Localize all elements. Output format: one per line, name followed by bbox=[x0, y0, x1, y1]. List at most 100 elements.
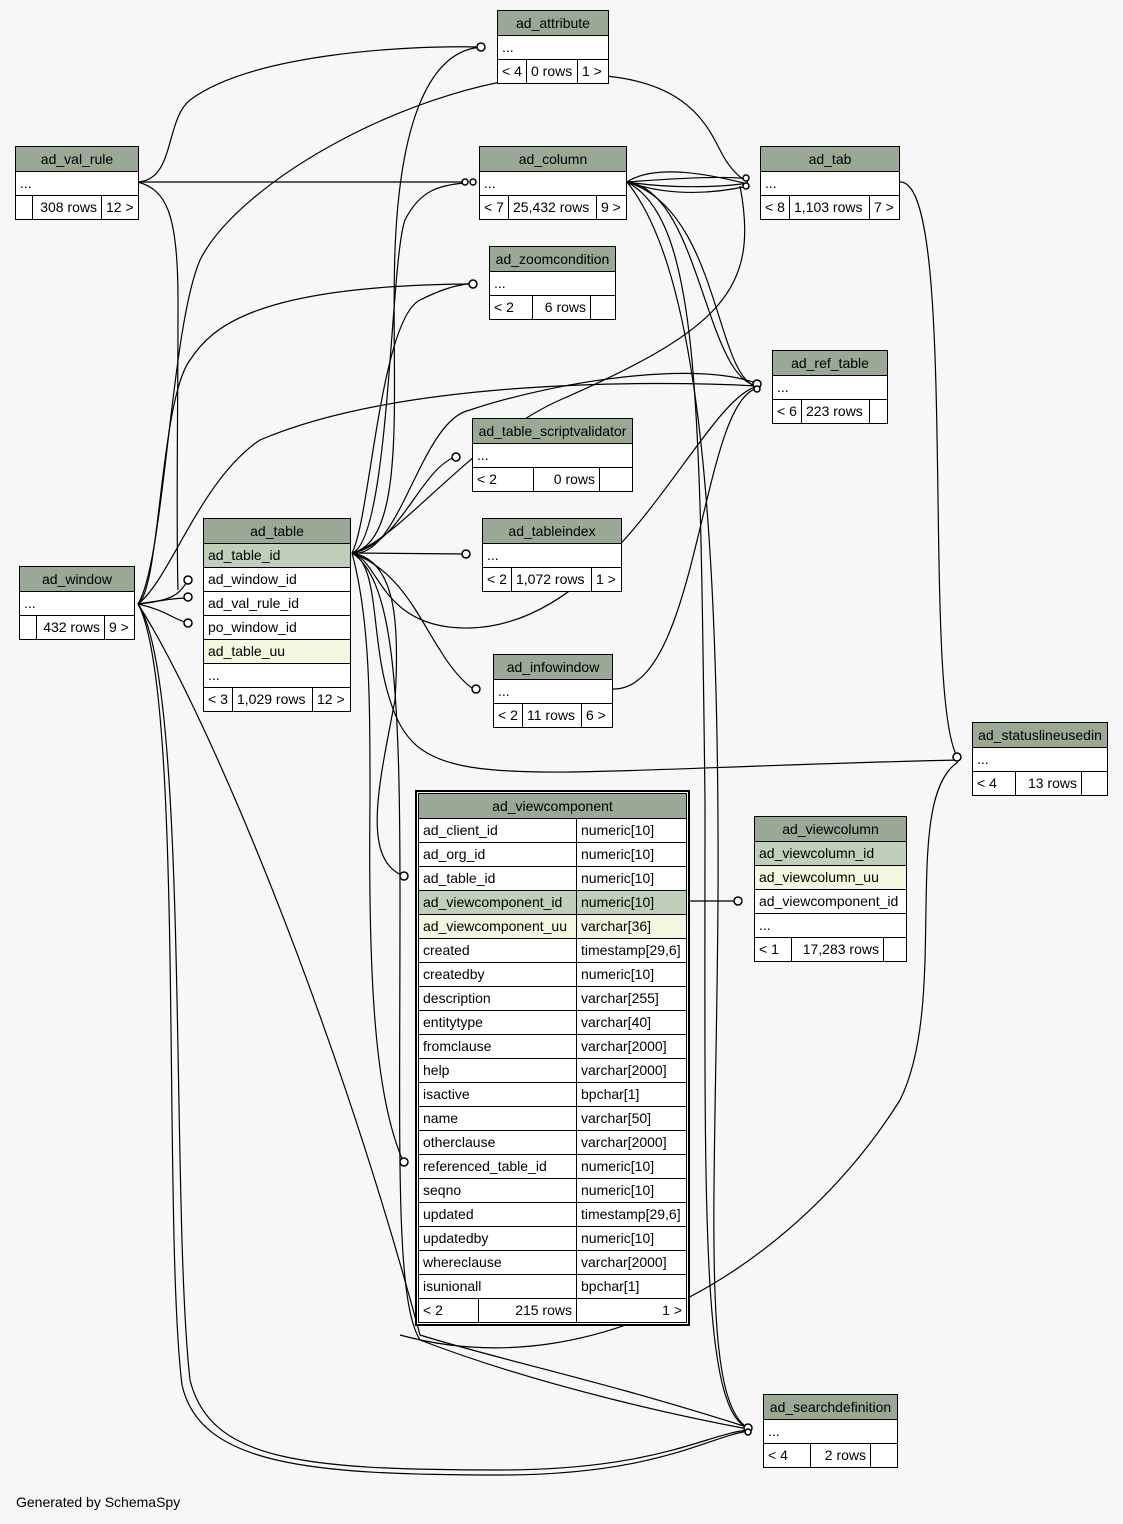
column-type: numeric[10] bbox=[581, 846, 655, 862]
row-count: 0 rows bbox=[534, 468, 600, 491]
children-count[interactable] bbox=[600, 468, 632, 491]
table-ad_val_rule[interactable]: ad_val_rule ... 308 rows 12 > bbox=[15, 146, 139, 220]
table-ad_column[interactable]: ad_column ... < 7 25,432 rows 9 > bbox=[479, 146, 627, 220]
parents-count[interactable]: < 2 bbox=[473, 468, 534, 491]
children-count[interactable] bbox=[884, 938, 906, 961]
column-type: numeric[10] bbox=[581, 822, 655, 838]
children-count[interactable]: 1 > bbox=[596, 571, 616, 587]
children-count[interactable]: 6 > bbox=[586, 707, 606, 723]
table-footer: < 4 13 rows bbox=[973, 772, 1107, 795]
parents-count[interactable]: < 8 bbox=[761, 196, 790, 219]
children-count[interactable] bbox=[870, 400, 887, 423]
primary-key-column: ad_viewcolumn_id bbox=[755, 842, 906, 866]
table-ad_ref_table[interactable]: ad_ref_table ... < 6 223 rows bbox=[772, 350, 888, 424]
table-ad_table_scriptvalidator[interactable]: ad_table_scriptvalidator ... < 2 0 rows bbox=[472, 418, 633, 492]
table-footer: < 2 0 rows bbox=[473, 468, 632, 491]
parents-count[interactable]: < 2 bbox=[483, 568, 512, 591]
table-row: ... bbox=[973, 748, 1107, 772]
children-count[interactable]: 12 > bbox=[106, 199, 134, 215]
column-type: varchar[2000] bbox=[581, 1062, 667, 1078]
foreign-key-column: po_window_id bbox=[204, 616, 350, 640]
children-count[interactable]: 9 > bbox=[109, 619, 129, 635]
children-count[interactable]: 12 > bbox=[317, 691, 345, 707]
children-count[interactable] bbox=[871, 1444, 897, 1467]
table-ad_window[interactable]: ad_window ... 432 rows 9 > bbox=[19, 566, 135, 640]
table-row: ... bbox=[204, 664, 350, 688]
table-header: ad_attribute bbox=[498, 11, 608, 36]
parents-count[interactable]: < 2 bbox=[490, 296, 533, 319]
edge-ends bbox=[183, 42, 962, 1436]
column-type: varchar[255] bbox=[581, 990, 659, 1006]
parents-count[interactable]: < 7 bbox=[480, 196, 509, 219]
table-ad_attribute[interactable]: ad_attribute ... < 4 0 rows 1 > bbox=[497, 10, 609, 84]
table-ad_table[interactable]: ad_table ad_table_id ad_window_id ad_val… bbox=[203, 518, 351, 712]
children-count[interactable]: 9 > bbox=[601, 199, 621, 215]
table-ad_tab[interactable]: ad_tab ... < 8 1,103 rows 7 > bbox=[760, 146, 900, 220]
edge-paths bbox=[137, 46, 961, 1476]
table-ad_searchdefinition[interactable]: ad_searchdefinition ... < 4 2 rows bbox=[763, 1394, 898, 1468]
table-header: ad_viewcomponent bbox=[419, 794, 686, 819]
table-footer: < 3 1,029 rows 12 > bbox=[204, 688, 350, 711]
table-ad_tableindex[interactable]: ad_tableindex ... < 2 1,072 rows 1 > bbox=[482, 518, 622, 592]
table-footer: 308 rows 12 > bbox=[16, 196, 138, 219]
column-type: bpchar[1] bbox=[581, 1278, 640, 1294]
column-name: isunionall bbox=[419, 1275, 577, 1298]
column-type: numeric[10] bbox=[581, 1230, 655, 1246]
table-header: ad_ref_table bbox=[773, 351, 887, 376]
table-footer: 432 rows 9 > bbox=[20, 616, 134, 639]
column-name: created bbox=[419, 939, 577, 962]
parents-count[interactable]: < 6 bbox=[773, 400, 802, 423]
table-row: ... bbox=[20, 592, 134, 616]
parents-count[interactable]: < 3 bbox=[204, 688, 233, 711]
table-footer: < 4 2 rows bbox=[764, 1444, 897, 1467]
foreign-key-column: ad_window_id bbox=[204, 568, 350, 592]
column-type: varchar[40] bbox=[581, 1014, 652, 1030]
table-header: ad_val_rule bbox=[16, 147, 138, 172]
table-ad_statuslineusedin[interactable]: ad_statuslineusedin ... < 4 13 rows bbox=[972, 722, 1108, 796]
foreign-key-column: ad_val_rule_id bbox=[204, 592, 350, 616]
table-row: ... bbox=[498, 36, 608, 60]
parents-count[interactable]: < 4 bbox=[973, 772, 1016, 795]
unique-key-column: ad_viewcolumn_uu bbox=[755, 866, 906, 890]
table-ad_viewcolumn[interactable]: ad_viewcolumn ad_viewcolumn_id ad_viewco… bbox=[754, 816, 907, 962]
parents-count[interactable]: < 2 bbox=[419, 1299, 479, 1322]
column-type: numeric[10] bbox=[581, 1158, 655, 1174]
column-type: timestamp[29,6] bbox=[581, 1206, 681, 1222]
table-row: ... bbox=[473, 444, 632, 468]
children-count[interactable] bbox=[1082, 772, 1107, 795]
column-name: createdby bbox=[419, 963, 577, 986]
column-name: seqno bbox=[419, 1179, 577, 1202]
table-footer: < 6 223 rows bbox=[773, 400, 887, 423]
table-header: ad_column bbox=[480, 147, 626, 172]
children-count[interactable] bbox=[591, 296, 615, 319]
table-header: ad_tableindex bbox=[483, 519, 621, 544]
children-count[interactable]: 7 > bbox=[874, 199, 894, 215]
parents-count[interactable] bbox=[16, 196, 33, 219]
parents-count[interactable]: < 1 bbox=[755, 938, 792, 961]
table-header: ad_table bbox=[204, 519, 350, 544]
parents-count[interactable]: < 4 bbox=[764, 1444, 811, 1467]
column-type: varchar[50] bbox=[581, 1110, 652, 1126]
column-name: ad_viewcomponent_uu bbox=[419, 915, 577, 938]
parents-count[interactable] bbox=[20, 616, 37, 639]
children-count[interactable]: 1 > bbox=[582, 63, 602, 79]
column-type: varchar[2000] bbox=[581, 1038, 667, 1054]
table-row: ... bbox=[494, 680, 612, 704]
table-ad_infowindow[interactable]: ad_infowindow ... < 2 11 rows 6 > bbox=[493, 654, 613, 728]
table-ad_zoomcondition[interactable]: ad_zoomcondition ... < 2 6 rows bbox=[489, 246, 616, 320]
table-header: ad_infowindow bbox=[494, 655, 612, 680]
children-count[interactable]: 1 > bbox=[662, 1302, 682, 1318]
parents-count[interactable]: < 2 bbox=[494, 704, 523, 727]
parents-count[interactable]: < 4 bbox=[498, 60, 527, 83]
table-footer: < 2 1,072 rows 1 > bbox=[483, 568, 621, 591]
table-header: ad_tab bbox=[761, 147, 899, 172]
